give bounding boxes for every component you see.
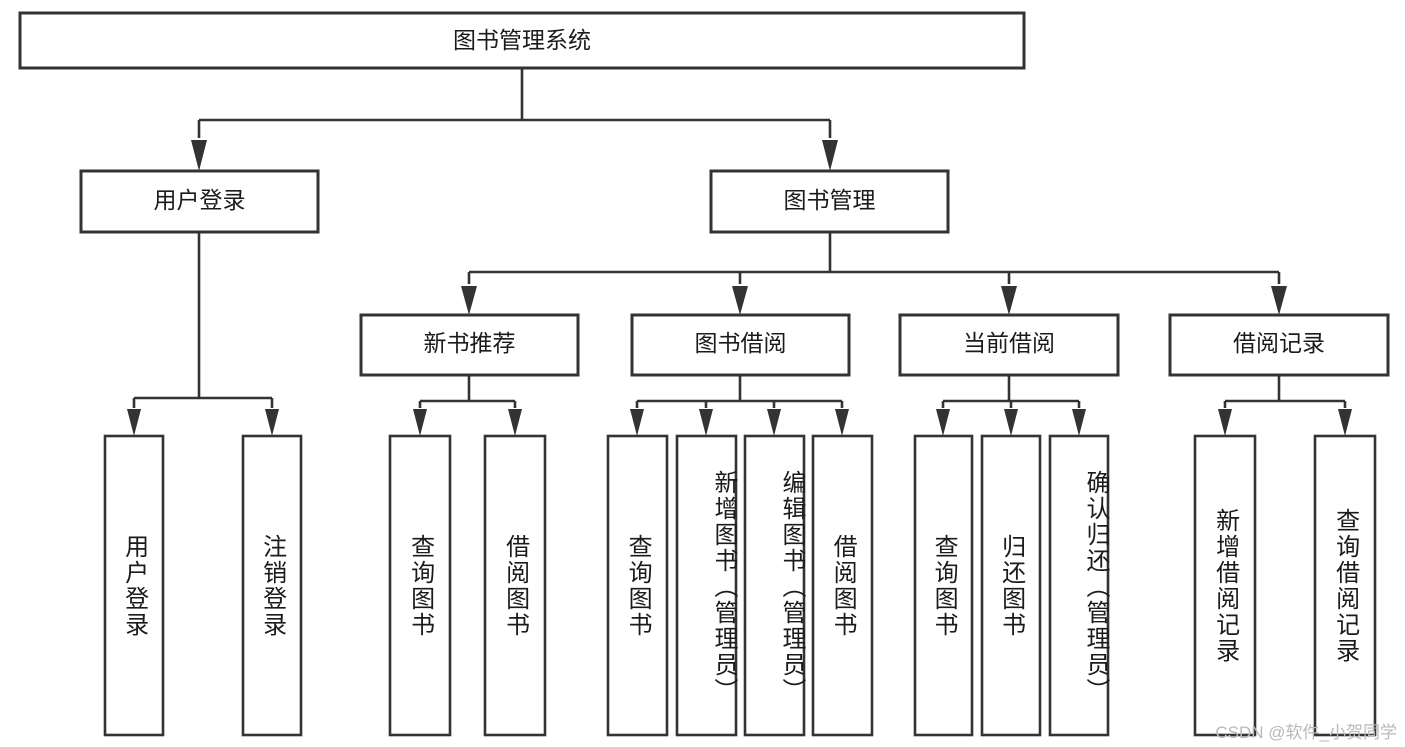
leaf-box-confirm-return-admin[interactable] xyxy=(1048,434,1110,737)
connector-current-borrow-to-leaves xyxy=(936,375,1086,436)
arrow-head-leaf-query-book xyxy=(630,409,644,436)
node-user-login[interactable]: 用户登录 xyxy=(79,169,320,234)
connector-borrow-record-to-leaves xyxy=(1218,375,1352,436)
arrow-head-leaf-query-book-current xyxy=(936,409,950,436)
node-new-book-recommend-box xyxy=(359,313,580,377)
connector-book-borrow-to-leaves xyxy=(630,375,849,436)
leaf-box-edit-book-admin[interactable] xyxy=(743,434,806,737)
arrow-head-user-login xyxy=(191,140,207,171)
leaf-box-query-book-recommend[interactable] xyxy=(388,434,452,737)
node-new-book-recommend[interactable]: 新书推荐 xyxy=(359,313,580,377)
arrow-head-leaf-confirm-return-admin xyxy=(1072,409,1086,436)
leaf-box-query-borrow-record[interactable] xyxy=(1313,434,1377,737)
leaf-box-add-book-admin[interactable] xyxy=(675,434,738,737)
node-borrow-record-box xyxy=(1168,313,1390,377)
connector-root-to-level2 xyxy=(191,68,838,171)
node-borrow-record-label: 借阅记录 xyxy=(1233,330,1325,356)
arrow-head-leaf-borrow-book xyxy=(835,409,849,436)
node-user-login-box xyxy=(79,169,320,234)
arrow-head-current-borrow xyxy=(1001,286,1017,315)
arrow-head-new-book xyxy=(461,286,477,315)
node-book-management-box xyxy=(709,169,950,234)
leaf-box-logout[interactable] xyxy=(241,434,303,737)
leaf-box-add-borrow-record[interactable] xyxy=(1193,434,1257,737)
node-root-box xyxy=(18,11,1026,70)
node-book-management-label: 图书管理 xyxy=(784,187,876,213)
leaf-box-borrow-book-recommend[interactable] xyxy=(483,434,547,737)
leaf-box-return-book[interactable] xyxy=(980,434,1042,737)
node-book-borrow[interactable]: 图书借阅 xyxy=(630,313,851,377)
node-current-borrow[interactable]: 当前借阅 xyxy=(898,313,1120,377)
arrow-head-book-management xyxy=(822,140,838,171)
arrow-head-leaf-user-login xyxy=(127,409,141,436)
node-current-borrow-label: 当前借阅 xyxy=(963,330,1055,356)
connector-user-login-to-leaves xyxy=(127,232,279,436)
node-borrow-record[interactable]: 借阅记录 xyxy=(1168,313,1390,377)
connector-book-management-to-level3 xyxy=(461,232,1287,315)
csdn-watermark: CSDN @软件_小贺同学 xyxy=(1215,723,1397,742)
arrow-head-book-borrow xyxy=(732,286,748,315)
node-book-borrow-box xyxy=(630,313,851,377)
arrow-head-leaf-query-book-recommend xyxy=(413,409,427,436)
arrow-head-leaf-borrow-book-recommend xyxy=(508,409,522,436)
arrow-head-leaf-add-borrow-record xyxy=(1218,409,1232,436)
node-new-book-recommend-label: 新书推荐 xyxy=(424,330,516,356)
arrow-head-leaf-query-borrow-record xyxy=(1338,409,1352,436)
arrow-head-leaf-edit-book-admin xyxy=(767,409,781,436)
arrow-head-leaf-return-book xyxy=(1004,409,1018,436)
leaf-box-user-login[interactable] xyxy=(103,434,165,737)
node-root-label: 图书管理系统 xyxy=(453,27,591,53)
leaf-box-query-book[interactable] xyxy=(606,434,669,737)
connector-new-book-to-leaves xyxy=(413,375,522,436)
arrow-head-leaf-logout xyxy=(265,409,279,436)
node-current-borrow-box xyxy=(898,313,1120,377)
node-user-login-label: 用户登录 xyxy=(154,187,246,213)
node-root[interactable]: 图书管理系统 xyxy=(18,11,1026,70)
node-book-borrow-label: 图书借阅 xyxy=(695,330,787,356)
arrow-head-borrow-record xyxy=(1271,286,1287,315)
leaf-box-query-book-current[interactable] xyxy=(913,434,974,737)
node-book-management[interactable]: 图书管理 xyxy=(709,169,950,234)
arrow-head-leaf-add-book-admin xyxy=(699,409,713,436)
leaf-box-borrow-book[interactable] xyxy=(811,434,874,737)
leaf-boxes xyxy=(103,434,1377,737)
